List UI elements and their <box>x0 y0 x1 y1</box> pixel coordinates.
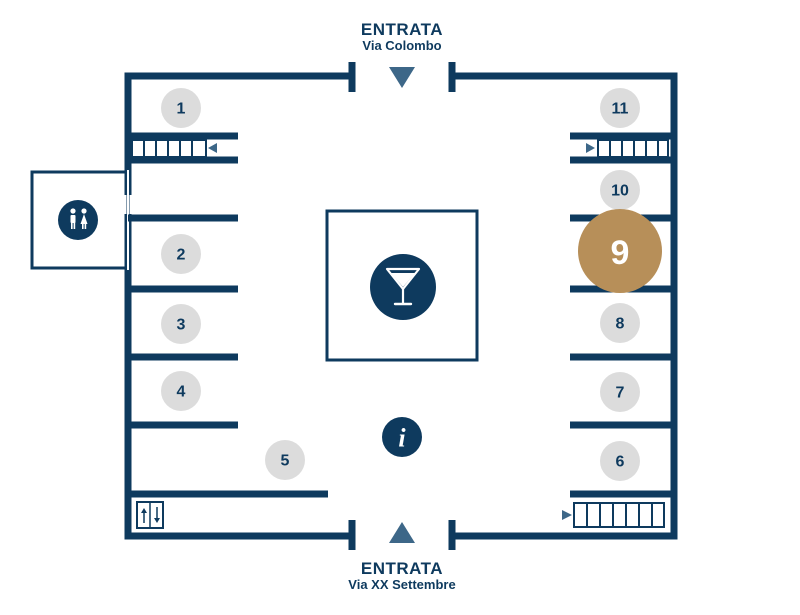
cocktail-glass-shape <box>385 267 421 306</box>
highlighted-stall-label: 9 <box>611 234 630 272</box>
stall-label: 8 <box>616 316 625 333</box>
stall-3[interactable]: 3 <box>161 304 201 344</box>
outer-walls <box>124 62 678 550</box>
stall-6[interactable]: 6 <box>600 441 640 481</box>
stall-label: 4 <box>177 384 186 401</box>
stall-7[interactable]: 7 <box>600 372 640 412</box>
left-escalator-icon[interactable] <box>131 139 217 158</box>
restroom-icon[interactable] <box>58 200 98 240</box>
stall-label: 5 <box>281 453 290 470</box>
stall-label: 11 <box>612 101 629 118</box>
info-icon[interactable] <box>382 417 422 457</box>
stall-label: 3 <box>177 317 186 334</box>
bottom-escalator-icon[interactable] <box>562 502 665 528</box>
bottom-entrance-title: ENTRATA <box>361 559 443 578</box>
stall-label: 1 <box>177 101 186 118</box>
stall-label: 7 <box>616 385 625 402</box>
top-entrance-street: Via Colombo <box>362 38 441 53</box>
stall-label: 6 <box>616 454 625 471</box>
top-entrance-title: ENTRATA <box>361 20 443 39</box>
bottom-entrance-arrow-icon <box>389 522 415 543</box>
info-icon-glyph: i <box>398 424 406 453</box>
stall-9-highlighted[interactable]: 9 <box>578 209 662 293</box>
restroom-figures <box>70 208 88 229</box>
stall-10[interactable]: 10 <box>600 170 640 210</box>
bottom-entrance-street: Via XX Settembre <box>348 577 455 592</box>
elevator-icon[interactable] <box>136 501 164 529</box>
stall-8[interactable]: 8 <box>600 303 640 343</box>
stall-11[interactable]: 11 <box>600 88 640 128</box>
stall-4[interactable]: 4 <box>161 371 201 411</box>
central-bar-area <box>325 209 479 362</box>
stall-5[interactable]: 5 <box>265 440 305 480</box>
right-escalator-icon[interactable] <box>586 139 669 158</box>
stall-label: 2 <box>177 247 186 264</box>
top-entrance-arrow-icon <box>389 67 415 88</box>
stall-label: 10 <box>611 183 629 200</box>
left-dividers <box>128 132 328 498</box>
stall-2[interactable]: 2 <box>161 234 201 274</box>
stall-1[interactable]: 1 <box>161 88 201 128</box>
